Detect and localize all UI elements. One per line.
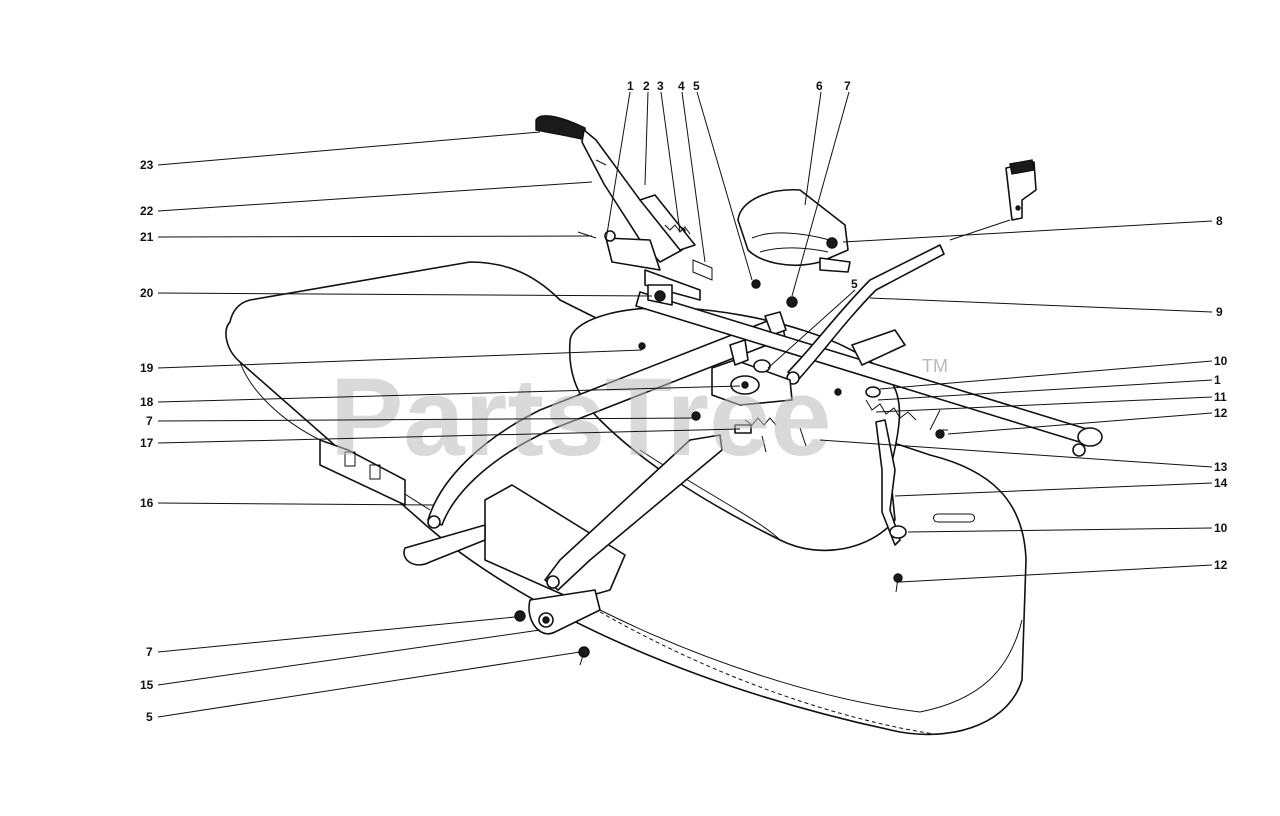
lift-rod	[786, 219, 1011, 385]
callout-15: 15	[140, 678, 154, 692]
callout-17: 17	[140, 436, 154, 450]
callout-1: 1	[627, 79, 634, 93]
callout-13: 13	[1214, 460, 1228, 474]
callout-6: 6	[816, 79, 823, 93]
callout-8: 8	[1216, 214, 1223, 228]
callout-2: 2	[643, 79, 650, 93]
leader-lines	[157, 91, 1213, 718]
callout-18: 18	[140, 395, 154, 409]
callout-10: 10	[1214, 521, 1228, 535]
callout-7: 7	[146, 645, 153, 659]
callout-23: 23	[140, 158, 154, 172]
lift-handle	[535, 115, 713, 306]
callout-3: 3	[657, 79, 664, 93]
callout-19: 19	[140, 361, 154, 375]
front-hanger-bracket	[403, 434, 723, 635]
callout-4: 4	[678, 79, 685, 93]
callout-1: 1	[1214, 373, 1221, 387]
callout-7: 7	[146, 414, 153, 428]
watermark: PartsTree TM	[330, 356, 948, 479]
watermark-trademark: TM	[922, 356, 948, 376]
callout-22: 22	[140, 204, 154, 218]
callout-9: 9	[1216, 305, 1223, 319]
callout-14: 14	[1214, 476, 1228, 490]
callout-12: 12	[1214, 558, 1228, 572]
pivot-assembly	[514, 279, 948, 666]
callout-10: 10	[1214, 354, 1228, 368]
callout-labels: 1 2 3 4 5 6 7 8 9 5 10 1 11 12 13 14 10 …	[140, 79, 1228, 724]
callout-20: 20	[140, 286, 154, 300]
callout-21: 21	[140, 230, 154, 244]
callout-5: 5	[851, 277, 858, 291]
callout-5: 5	[146, 710, 153, 724]
callout-5: 5	[693, 79, 700, 93]
belt-guard	[737, 189, 851, 273]
height-bracket	[1005, 159, 1037, 221]
callout-12: 12	[1214, 406, 1228, 420]
callout-16: 16	[140, 496, 154, 510]
callout-7: 7	[844, 79, 851, 93]
watermark-text: PartsTree	[330, 356, 831, 479]
callout-11: 11	[1214, 390, 1227, 404]
front-lift-rod	[427, 311, 787, 529]
